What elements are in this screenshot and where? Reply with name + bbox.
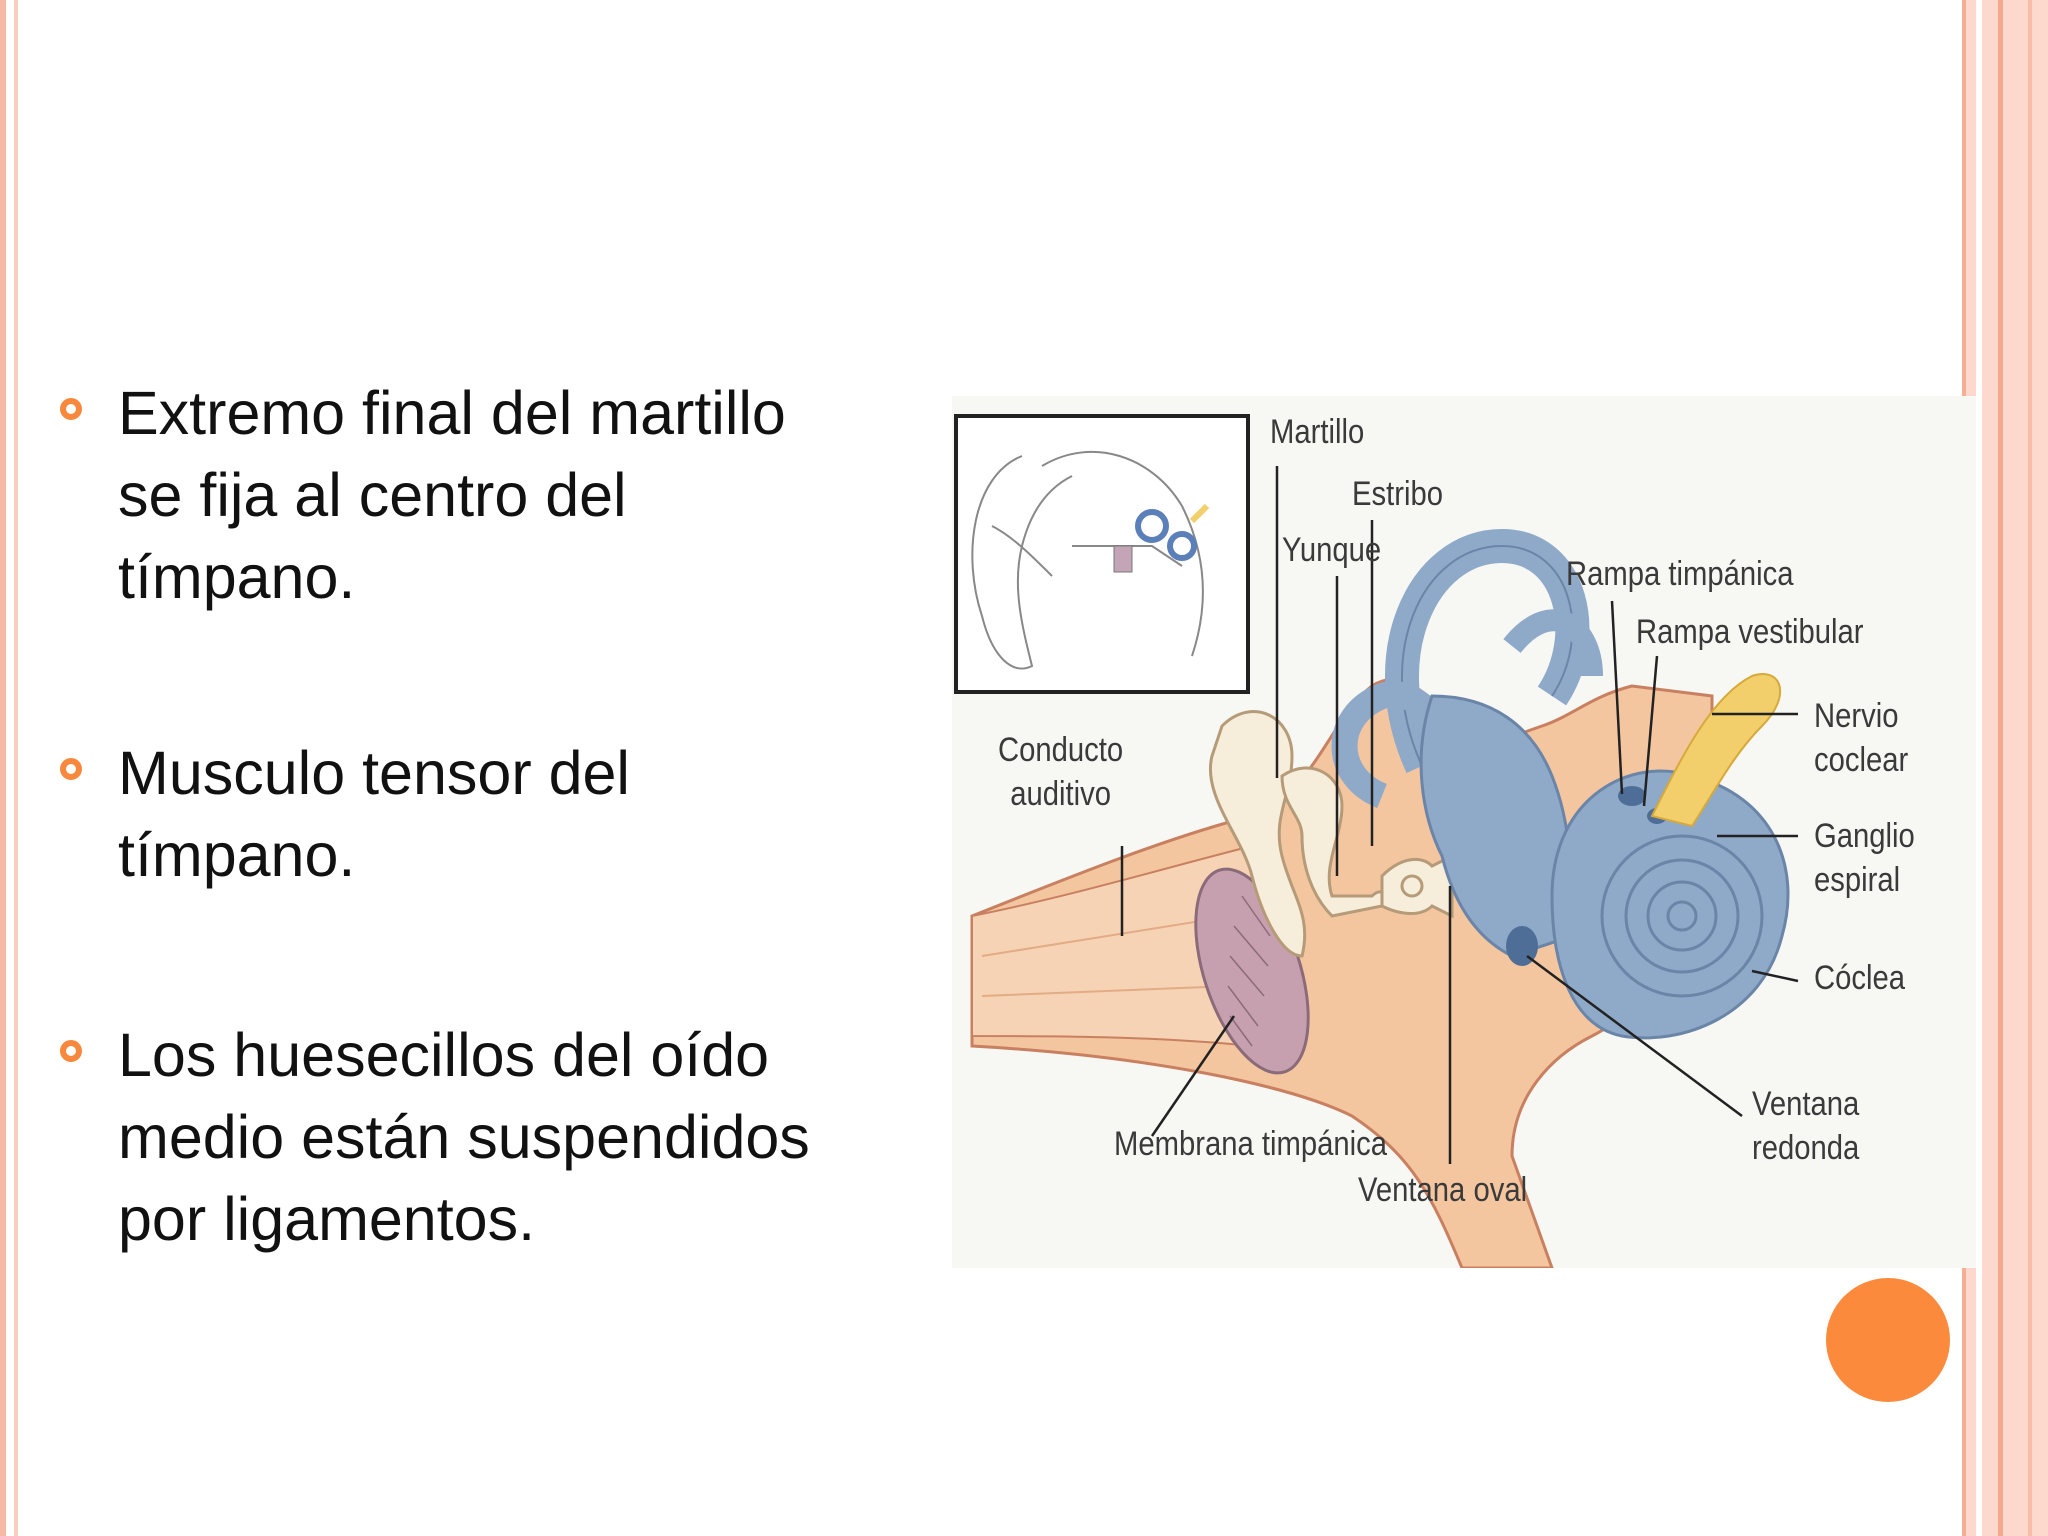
label-estribo: Estribo [1352,475,1444,513]
decorative-orange-circle [1826,1278,1950,1402]
inset-inner-ear [1113,503,1210,573]
cochlear-nerve [1650,673,1781,828]
label-leader-lines [1120,466,1799,1164]
label-martillo: Martillo [1270,413,1365,451]
frame-left-border [0,0,6,1536]
bullet-text: Los huesecillos del oído medio están sus… [118,1021,810,1253]
inset-outer-ear-sketch [971,451,1204,670]
malleus-bone [1208,710,1307,958]
bullet-ring-icon [60,758,82,780]
label-conducto-auditivo: Conducto auditivo [998,731,1124,813]
frame-left-inner-border [14,0,18,1536]
ear-anatomy-illustration [954,414,1799,1268]
label-rampa-timpanica: Rampa timpánica [1566,555,1794,593]
frame-right-line [1976,0,1982,1536]
ear-anatomy-figure: Martillo Estribo Yunque Rampa timpánica … [952,396,1976,1268]
semicircular-canal [1503,609,1603,677]
bullet-item: Extremo final del martillo se fija al ce… [60,372,786,618]
label-ventana-oval: Ventana oval [1358,1171,1528,1209]
label-nervio-coclear: Nervio coclear [1814,697,1909,779]
stapes-bone [1380,853,1454,919]
inset-frame [954,414,1250,694]
bullet-ring-icon [60,1040,82,1062]
label-membrana-timpanica: Membrana timpánica [1114,1125,1388,1163]
bullet-item: Musculo tensor del tímpano. [60,732,630,896]
label-ventana-redonda: Ventana redonda [1752,1085,1860,1167]
bullet-text: Musculo tensor del tímpano. [118,739,630,889]
bullet-ring-icon [60,398,82,420]
label-rampa-vestibular: Rampa vestibular [1636,613,1864,651]
label-coclea: Cóclea [1814,959,1906,997]
label-ganglio-espiral: Ganglio espiral [1814,817,1915,899]
frame-right-line [1998,0,2003,1536]
cochlea [1550,769,1790,1040]
frame-right-line [2028,0,2032,1536]
bullet-text: Extremo final del martillo se fija al ce… [118,379,786,611]
bullet-item: Los huesecillos del oído medio están sus… [60,1014,810,1260]
label-yunque: Yunque [1282,531,1382,569]
